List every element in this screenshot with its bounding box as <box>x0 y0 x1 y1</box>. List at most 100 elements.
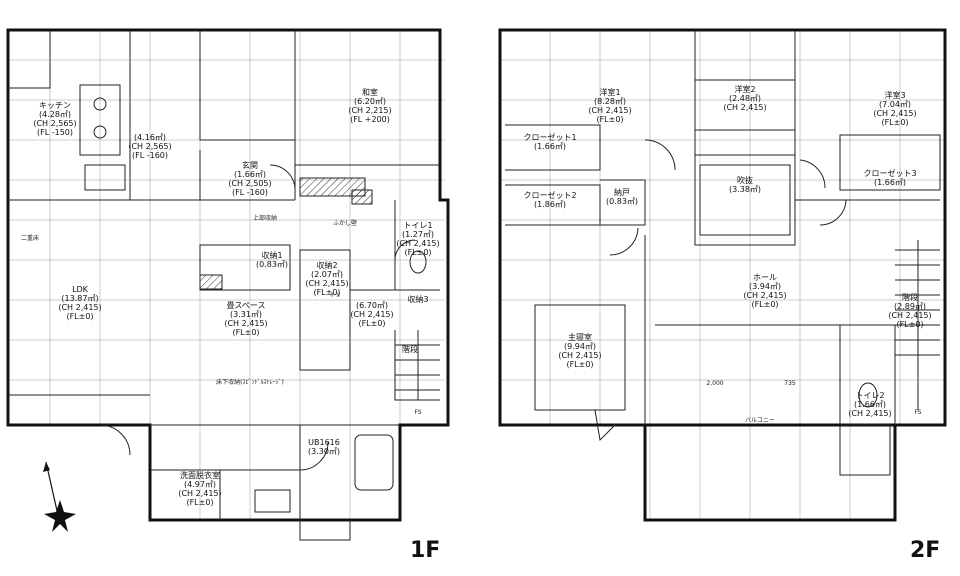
room-label-hall1: (6.70㎡) <box>356 301 388 310</box>
room-label-storage1: 収納1 <box>261 250 282 260</box>
room-labels: キッチン(4.28㎡)(CH 2,565)(FL -150)和室(6.20㎡)(… <box>21 84 932 507</box>
room-label-storage1: (0.83㎡) <box>256 260 288 269</box>
room-label-western1: (8.28㎡) <box>594 97 626 106</box>
room-label-washitsu: 和室 <box>362 87 378 97</box>
room-label-kitchen: (CH 2,565) <box>33 119 76 128</box>
plan-note: 735 <box>784 380 796 387</box>
plan-note: FS <box>414 409 421 416</box>
plan-note: FS <box>914 409 921 416</box>
room-label-pantry: (CH 2,565) <box>128 142 171 151</box>
room-label-washroom: 洗面脱衣室 <box>180 470 220 480</box>
room-label-master: (FL±0) <box>566 360 593 369</box>
plan-note: 床下収納(ｽﾋﾟﾝﾄﾞﾙｽﾄﾚｰｼﾞ) <box>216 378 284 386</box>
room-label-bath: (3.30㎡) <box>308 447 340 456</box>
room-label-master: (9.94㎡) <box>564 342 596 351</box>
room-label-genkan: (FL -160) <box>232 188 268 197</box>
stairs-treads-2f <box>895 240 940 410</box>
room-label-hall2: (CH 2,415) <box>743 291 786 300</box>
floor-2f: 2F <box>498 28 947 563</box>
room-label-ldk: LDK <box>72 285 89 294</box>
room-label-storage2: (CH 2,415) <box>305 279 348 288</box>
room-label-nando: (0.83㎡) <box>606 197 638 206</box>
plan-note: 二重床 <box>21 234 39 242</box>
room-label-closet2: (1.86㎡) <box>534 200 566 209</box>
room-label-hall1: (CH 2,415) <box>350 310 393 319</box>
room-label-toilet1: (1.27㎡) <box>402 230 434 239</box>
room-label-western3: (7.04㎡) <box>879 100 911 109</box>
north-compass-icon <box>43 461 76 532</box>
room-label-space: 畳スペース <box>226 301 265 310</box>
room-label-genkan: (CH 2,505) <box>228 179 271 188</box>
plan-note: バルコニー <box>745 417 775 424</box>
room-label-kitchen: (4.28㎡) <box>39 110 71 119</box>
room-label-western1: (FL±0) <box>596 115 623 124</box>
room-label-ldk: (FL±0) <box>66 312 93 321</box>
room-label-ldk: (CH 2,415) <box>58 303 101 312</box>
room-label-washroom: (CH 2,415) <box>178 489 221 498</box>
room-label-closet2: クローゼット2 <box>523 190 576 200</box>
room-label-western1: 洋室1 <box>599 87 620 97</box>
room-label-space: (3.31㎡) <box>230 310 262 319</box>
room-label-genkan: 玄関 <box>242 160 258 170</box>
room-label-fukinuke: 吹抜 <box>737 175 753 185</box>
room-label-washitsu: (CH 2,215) <box>348 106 391 115</box>
room-label-toilet2: (CH 2,415) <box>848 409 891 418</box>
room-label-washroom: (4.97㎡) <box>184 480 216 489</box>
room-label-storage3: 収納3 <box>407 294 428 304</box>
room-label-master: (CH 2,415) <box>558 351 601 360</box>
room-label-kitchen: (FL -150) <box>37 128 73 137</box>
floor-1f: 1F <box>6 28 450 563</box>
floor-label-2f: 2F <box>910 538 940 563</box>
room-label-washroom: (FL±0) <box>186 498 213 507</box>
room-label-genkan: (1.66㎡) <box>234 170 266 179</box>
room-label-fukinuke: (3.38㎡) <box>729 185 761 194</box>
room-label-storage2: (2.07㎡) <box>311 270 343 279</box>
room-label-stairs2: (FL±0) <box>896 320 923 329</box>
room-label-washitsu: (6.20㎡) <box>354 97 386 106</box>
room-label-western2: 洋室2 <box>734 84 755 94</box>
room-label-stairs2: 階段 <box>902 292 918 302</box>
room-label-hall2: (FL±0) <box>751 300 778 309</box>
room-label-bath: UB1616 <box>308 438 340 447</box>
room-label-western3: (FL±0) <box>881 118 908 127</box>
room-label-stairs1: 階段 <box>402 344 418 354</box>
plan-note: 上部収納 <box>253 214 277 222</box>
room-label-western1: (CH 2,415) <box>588 106 631 115</box>
floor-label-1f: 1F <box>410 538 440 563</box>
room-label-toilet1: (FL±0) <box>404 248 431 257</box>
room-label-storage2: (FL±0) <box>313 288 340 297</box>
room-label-kitchen: キッチン <box>39 101 71 110</box>
room-label-pantry: (4.16㎡) <box>134 133 166 142</box>
room-label-storage2: 収納2 <box>316 260 337 270</box>
room-label-hall2: ホール <box>753 273 777 282</box>
room-label-master: 主寝室 <box>568 332 592 342</box>
room-label-western3: 洋室3 <box>884 90 905 100</box>
room-label-washitsu: (FL +200) <box>350 115 390 124</box>
room-label-toilet1: (CH 2,415) <box>396 239 439 248</box>
room-label-closet3: (1.66㎡) <box>874 178 906 187</box>
room-label-closet1: (1.66㎡) <box>534 142 566 151</box>
room-label-pantry: (FL -160) <box>132 151 168 160</box>
room-label-closet1: クローゼット1 <box>523 132 576 142</box>
plan-note: 2,000 <box>706 380 723 387</box>
room-label-toilet2: (1.66㎡) <box>854 400 886 409</box>
room-label-stairs2: (2.89㎡) <box>894 302 926 311</box>
room-label-closet3: クローゼット3 <box>863 168 916 178</box>
room-label-toilet2: トイレ2 <box>855 391 884 400</box>
room-label-space: (CH 2,415) <box>224 319 267 328</box>
room-label-nando: 納戸 <box>614 187 630 197</box>
plan-note: ふかし壁 <box>333 219 357 227</box>
room-label-ldk: (13.87㎡) <box>61 294 98 303</box>
room-label-western3: (CH 2,415) <box>873 109 916 118</box>
plan-note: ﾎｰﾙ <box>330 292 339 299</box>
room-label-hall2: (3.94㎡) <box>749 282 781 291</box>
stairs-treads-1f <box>395 330 440 400</box>
room-label-space: (FL±0) <box>232 328 259 337</box>
room-label-western2: (CH 2,415) <box>723 103 766 112</box>
room-label-western2: (2.48㎡) <box>729 94 761 103</box>
room-label-toilet1: トイレ1 <box>403 221 432 230</box>
room-label-stairs2: (CH 2,415) <box>888 311 931 320</box>
room-label-hall1: (FL±0) <box>358 319 385 328</box>
grid-2f <box>500 30 945 520</box>
